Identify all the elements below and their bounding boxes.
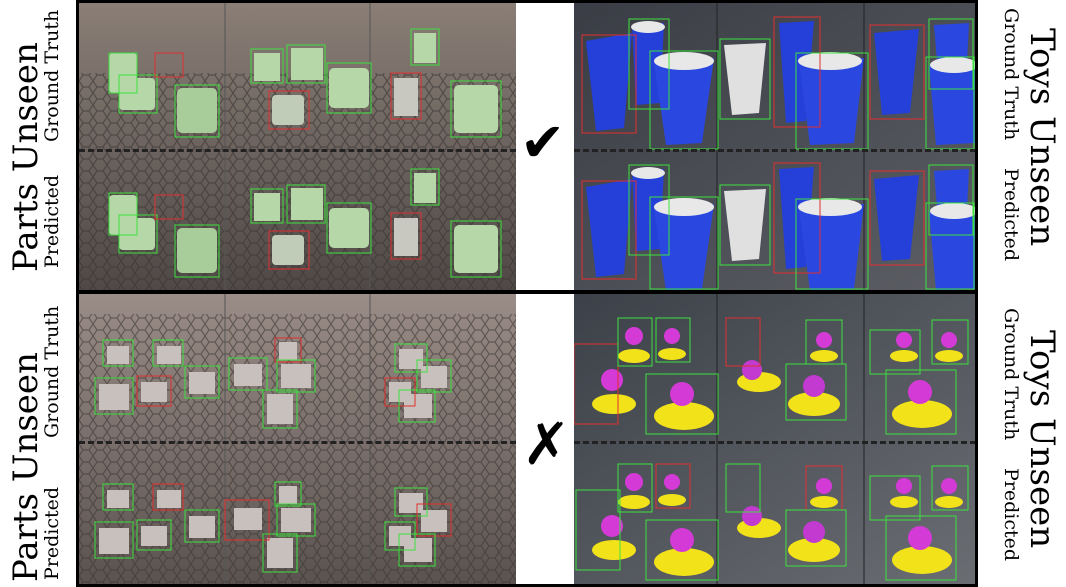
failure-area: ✗: [516, 294, 574, 584]
toys-objects-pred-bottom: [575, 463, 969, 581]
divider-bottom-left: [79, 441, 516, 444]
cups-panel-top: [574, 3, 975, 290]
label-predicted-bottom-left: Predicted: [41, 486, 63, 580]
divider-bottom-right: [574, 441, 975, 444]
label-toys-unseen-bottom: Toys Unseen: [1022, 330, 1062, 549]
parts-panel-top: [79, 3, 516, 290]
cups-objects-gt-top: [581, 16, 975, 150]
label-parts-unseen-bottom: Parts Unseen: [6, 352, 46, 582]
toys-scene-bottom-image: [574, 294, 975, 584]
label-toys-unseen-top: Toys Unseen: [1022, 28, 1062, 247]
label-ground-truth-top-left: Ground Truth: [41, 9, 63, 142]
parts-scene-bottom-image: [79, 294, 516, 584]
label-ground-truth-top-right: Ground Truth: [1000, 8, 1022, 141]
divider-top-right: [574, 149, 975, 152]
label-predicted-top-left: Predicted: [41, 174, 63, 268]
cups-objects-pred-top: [581, 162, 975, 290]
label-predicted-bottom-right: Predicted: [1000, 468, 1022, 562]
top-comparison-block: ✔: [76, 0, 978, 293]
parts-objects-gt-bottom: [94, 337, 452, 429]
toys-objects-gt-bottom: [574, 317, 969, 435]
cups-scene-top-image: [574, 3, 975, 290]
bottom-comparison-block: ✗: [76, 291, 978, 587]
label-ground-truth-bottom-left: Ground Truth: [41, 305, 63, 438]
parts-objects-pred-bottom: [94, 481, 452, 573]
label-predicted-top-right: Predicted: [1000, 168, 1022, 262]
parts-scene-top-image: [79, 3, 516, 290]
label-parts-unseen-top: Parts Unseen: [6, 42, 46, 272]
parts-objects-pred-top: [108, 168, 502, 278]
check-mark-icon: ✔: [520, 111, 566, 174]
parts-objects-gt-top: [108, 28, 502, 138]
divider-top-left: [79, 149, 516, 152]
parts-panel-bottom: [79, 294, 516, 584]
toys-panel-bottom: [574, 294, 975, 584]
label-ground-truth-bottom-right: Ground Truth: [1000, 308, 1022, 441]
success-area: ✔: [516, 3, 574, 290]
cross-mark-icon: ✗: [522, 410, 571, 478]
